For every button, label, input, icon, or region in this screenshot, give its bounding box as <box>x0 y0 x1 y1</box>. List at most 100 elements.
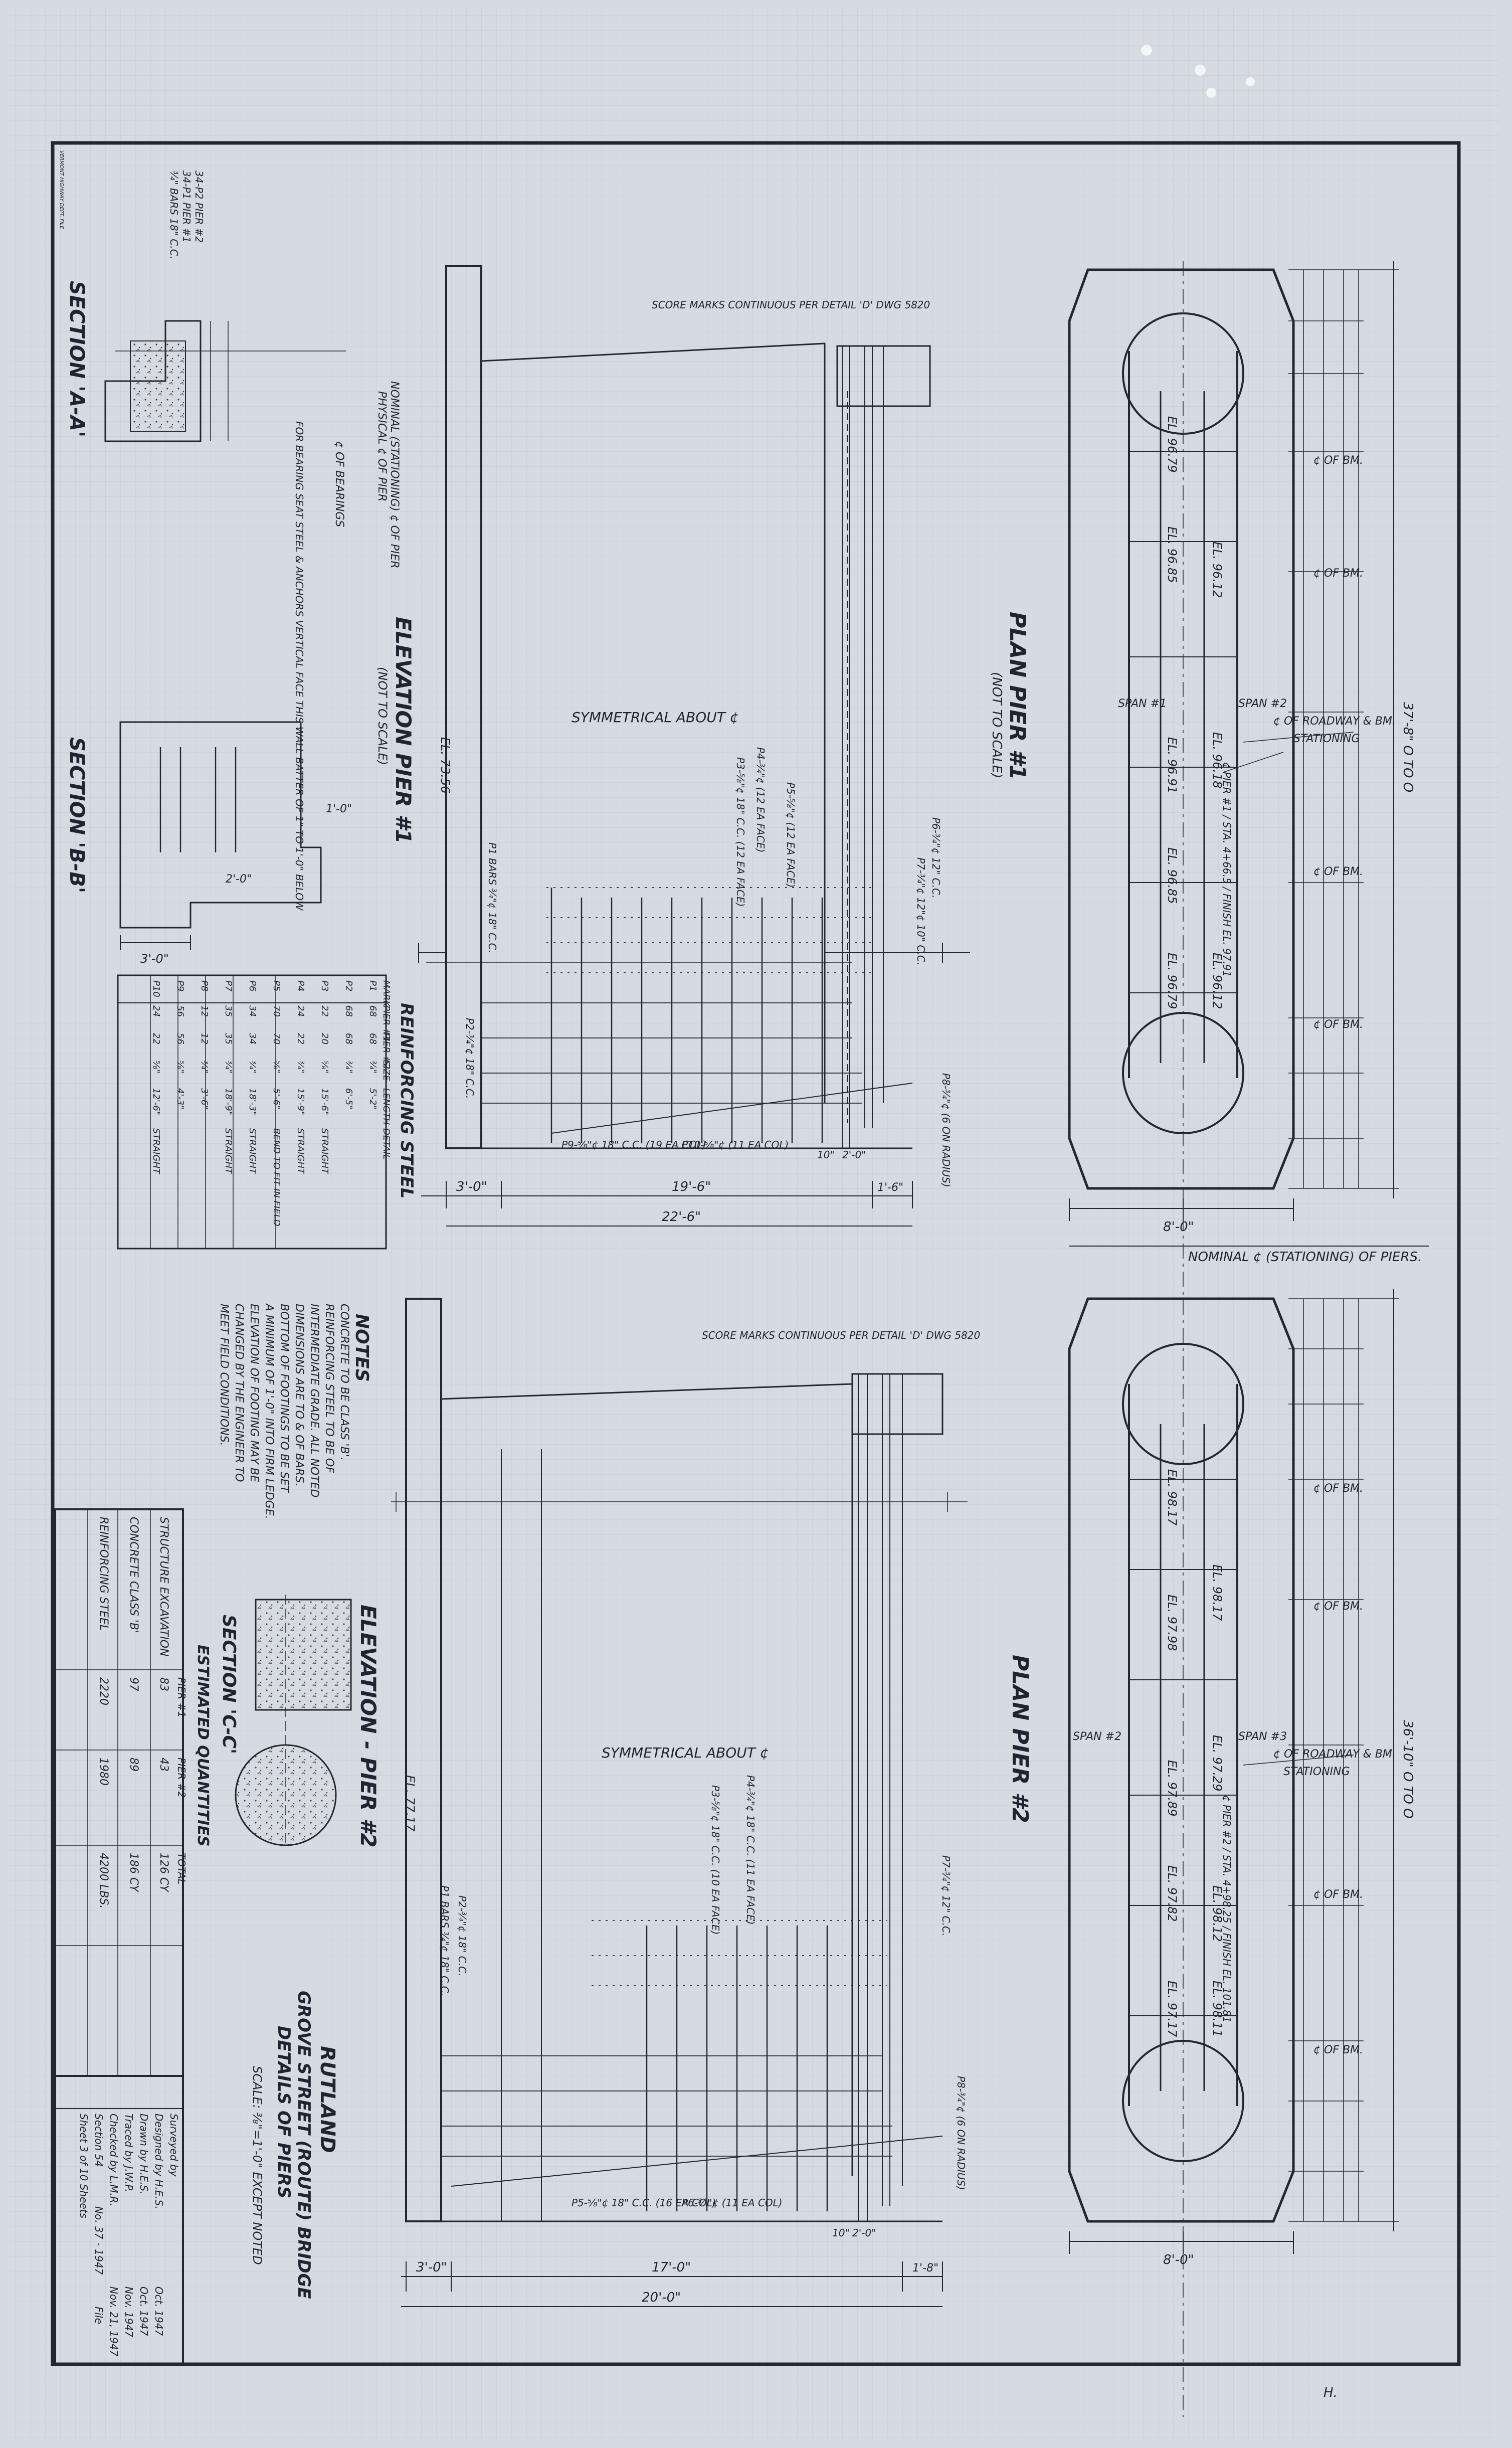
steel-table-cell: P3 <box>319 980 330 991</box>
elevation-pier-2-dim: 2'-0" <box>852 2227 876 2239</box>
plan-pier-2-elevation: EL. 98.11 <box>1210 1981 1224 2037</box>
quantities-cell: REINFORCING STEEL <box>97 1517 110 1631</box>
elevation-pier-1-dim: 2'-0" <box>842 1149 866 1161</box>
elevation-pier-1-bar-note: P5-⅝"¢ (12 EA FACE) <box>785 782 797 888</box>
quantities-cell: 186 CY <box>127 1853 140 1892</box>
steel-table-cell: 56 <box>175 1033 185 1044</box>
notes-line: REINFORCING STEEL TO BE OF <box>323 1304 335 1473</box>
plan-pier-2-span-right: SPAN #3 <box>1238 1730 1287 1743</box>
elevation-pier-2-dim: 10" <box>832 2227 850 2239</box>
pier-stationing-label: NOMINAL ¢ (STATIONING) OF PIERS. <box>1188 1250 1422 1265</box>
plan-pier-1-elevation: EL. 96.12 <box>1210 953 1224 1009</box>
title-block-date: Oct. 1947 <box>153 2287 165 2336</box>
section-aa-title: SECTION 'A-A' <box>65 281 88 437</box>
quantities-cell: 1980 <box>97 1758 110 1786</box>
quantities-cell: 126 CY <box>157 1853 170 1892</box>
steel-table-cell: 70 <box>271 1033 282 1044</box>
elevation-pier-2-dim: 1'-8" <box>912 2262 938 2275</box>
steel-table-cell: P9 <box>175 980 185 991</box>
plan-pier-2-elevation: EL. 97.29 <box>1210 1735 1224 1792</box>
quantities-cell: 43 <box>157 1758 170 1772</box>
elevation-pier-2 <box>391 1298 968 2307</box>
notes-title: NOTES <box>351 1314 372 1382</box>
section-bb-drawing <box>119 721 322 950</box>
steel-table-cell: 15'-9" <box>295 1088 306 1115</box>
elevation-pier-1-bar-note: P8-¾"¢ (6 ON RADIUS) <box>940 1073 952 1187</box>
steel-table-cell: 68 <box>367 1033 378 1044</box>
paper-grid <box>10 8 1499 2439</box>
title-block-checked-by: Checked by L.M.R. <box>108 2114 120 2206</box>
steel-table-cell: ¾" <box>295 1061 306 1074</box>
steel-table-cell: ⅝" <box>175 1061 185 1074</box>
elevation-pier-2-bar-note: P1 BARS ¾"¢ 18" C.C. <box>439 1885 451 1996</box>
steel-table-cell: P8 <box>199 980 210 991</box>
title-block-section: Section 54 <box>93 2114 105 2167</box>
plan-pier-2-station-note: ¢ PIER #2 / STA. 4+98.25 / FINISH EL. 10… <box>1221 1795 1233 2023</box>
steel-table-header: SIZE <box>381 1061 392 1081</box>
plan-pier-1-elevation: EL. 96.18 <box>1210 732 1224 789</box>
plan-pier-2-elevation: EL. 97.89 <box>1165 1760 1179 1817</box>
elevation-pier-1-bar-note: P1 BARS ¾"¢ 18" C.C. <box>486 842 498 953</box>
title-block-date: Nov. 21, 1947 <box>108 2287 120 2356</box>
title-block-file-no: No. 37 - 1947 <box>93 2206 105 2275</box>
title-block-date: Nov. 1947 <box>123 2287 135 2337</box>
title-block-scale: SCALE: ⅜"=1'-0" EXCEPT NOTED <box>250 2066 264 2265</box>
steel-table-cell: P7 <box>223 980 234 992</box>
plan-pier-2-elevation: EL. 97.17 <box>1165 1981 1179 2037</box>
section-aa-note: FOR BEARING SEAT STEEL & ANCHORS VERTICA… <box>293 421 305 911</box>
elevation-pier-2-dim: 17'-0" <box>652 2260 691 2275</box>
plan-pier-1-beam: ¢ OF BM. <box>1313 454 1363 467</box>
steel-table-cell: 18'-9" <box>223 1088 234 1115</box>
elevation-pier-2-bar-note: P6-¾"¢ (11 EA COL) <box>682 2197 783 2209</box>
plan-pier-1-elevation: EL. 96.85 <box>1165 527 1179 583</box>
elevation-pier-1-dim: 22'-6" <box>662 1209 701 1225</box>
elevation-pier-2-bar-note: P5-⅝"¢ 18" C.C. (16 EA COL) <box>572 2197 716 2209</box>
elevation-pier-1-bar-note: P7-¾"¢ 12"¢ 10" C.C. <box>915 857 927 965</box>
steel-table-cell: 4'-3" <box>175 1088 185 1110</box>
steel-table-cell: 24 <box>151 1005 161 1017</box>
section-bb-dim: 3'-0" <box>140 952 169 966</box>
plan-pier-1-beam: ¢ OF BM. <box>1313 1018 1363 1031</box>
steel-table-cell: STRAIGHT <box>247 1128 258 1175</box>
notes-line: INTERMEDIATE GRADE. ALL NOTED <box>308 1304 320 1497</box>
steel-table-cell: 12 <box>199 1005 210 1017</box>
section-aa-note: NOMINAL (STATIONING) ¢ OF PIER <box>388 381 401 569</box>
steel-table-cell: 68 <box>343 1033 354 1044</box>
title-block-date: Oct. 1947 <box>138 2287 150 2336</box>
plan-pier-1-elevation: EL. 96.79 <box>1165 953 1179 1009</box>
steel-table-cell: ¾" <box>199 1061 210 1074</box>
drawing-border <box>51 141 1461 2366</box>
plan-pier-2-overall-length: 36'-10" O TO O <box>1400 1720 1415 1819</box>
steel-table-cell: ⅝" <box>151 1061 161 1074</box>
steel-table-cell: 35 <box>223 1033 234 1044</box>
punch-hole <box>1195 65 1206 76</box>
plan-pier-1-elevation: EL. 96.12 <box>1210 542 1224 598</box>
notes-line: CHANGED BY THE ENGINEER TO <box>233 1304 245 1482</box>
section-bb-title: SECTION 'B-B' <box>65 737 88 893</box>
steel-table-cell: 22 <box>319 1005 330 1017</box>
elevation-pier-1-bar-note: P3-⅝"¢ 18" C.C. (12 EA FACE) <box>734 757 746 907</box>
plan-pier-2-beam: ¢ OF BM. <box>1313 1600 1363 1613</box>
section-bb-dim: 1'-0" <box>326 803 352 815</box>
elevation-pier-2-el: EL. 77.17 <box>403 1775 417 1832</box>
title-block-sheet-title: DETAILS OF PIERS <box>274 2026 294 2198</box>
title-block-file: File <box>93 2307 105 2324</box>
plan-pier-2-elevation: EL. 97.98 <box>1165 1595 1179 1651</box>
notes-line: A MINIMUM OF 1'-0" INTO FIRM LEDGE. <box>263 1303 275 1519</box>
elevation-pier-1-bar-note: P10-⅝"¢ (11 EA COL) <box>682 1139 789 1151</box>
steel-table-header: MARK <box>381 980 392 1007</box>
steel-table-cell: 5'-6" <box>271 1088 282 1110</box>
plan-pier-2-elevation: EL. 98.12 <box>1210 1885 1224 1942</box>
steel-table-cell: ⅝" <box>319 1061 330 1074</box>
plan-pier-2-title: PLAN PIER #2 <box>1007 1655 1033 1823</box>
title-block-town: RUTLAND <box>316 2046 339 2153</box>
elevation-pier-2-bar-note: P7-¾"¢ 12" C.C. <box>940 1855 952 1936</box>
section-aa-note: 34-P2 PIER #2 <box>193 170 205 243</box>
file-stamp: VERMONT HIGHWAY DEPT. FILE <box>59 150 64 229</box>
elevation-pier-2-score-marks: SCORE MARKS CONTINUOUS PER DETAIL 'D' DW… <box>702 1329 980 1341</box>
plan-pier-2-span-left: SPAN #2 <box>1073 1730 1121 1743</box>
plan-pier-1 <box>1068 261 1399 2417</box>
plan-pier-2-elevation: EL. 98.17 <box>1210 1564 1224 1621</box>
